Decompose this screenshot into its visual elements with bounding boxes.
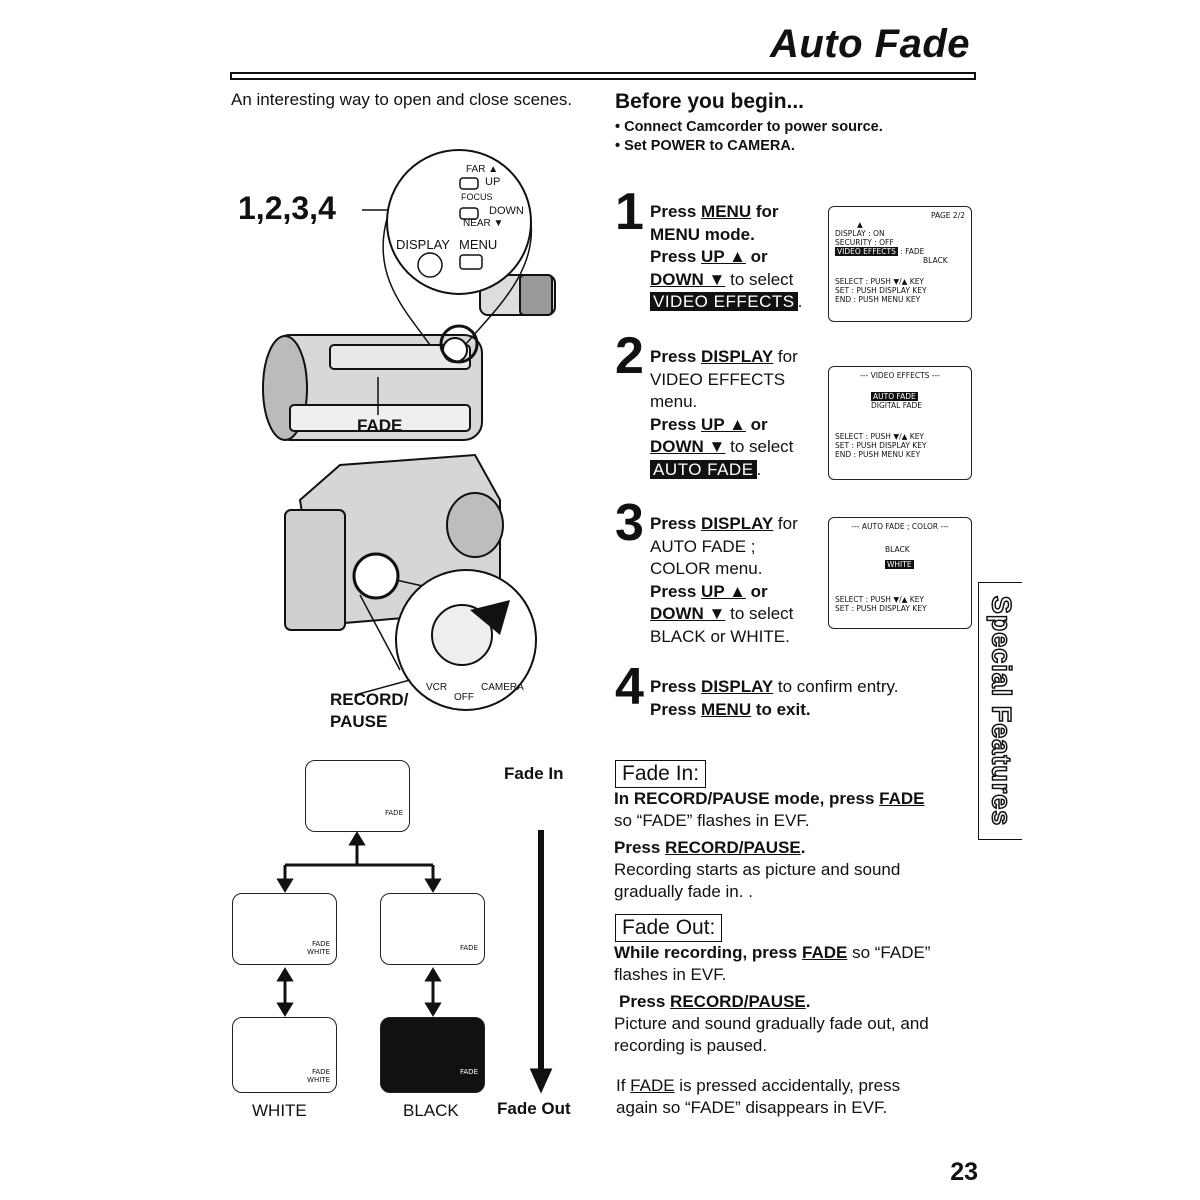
focus-label: FOCUS: [461, 192, 493, 202]
fade-in-arrow-label: Fade In: [504, 764, 564, 783]
record-pause-label-2: PAUSE: [330, 712, 388, 731]
white-label: WHITE: [252, 1101, 307, 1120]
fade-frame-black-scene: FADE: [380, 893, 485, 965]
menu-screen-1: PAGE 2/2 ▲ DISPLAY : ON SECURITY : OFF V…: [828, 206, 972, 322]
before-heading: Before you begin...: [615, 90, 805, 113]
fade-button-label: FADE: [357, 416, 403, 435]
fade-in-text: In RECORD/PAUSE mode, press FADE so “FAD…: [614, 789, 925, 901]
step-number: 1: [615, 183, 644, 241]
up-label: UP: [485, 176, 501, 188]
page-title: Auto Fade: [769, 22, 970, 66]
fade-in-label: Fade In:: [615, 760, 707, 788]
fade-out-label: Fade Out:: [615, 914, 723, 942]
steps-callout: 1,2,3,4: [238, 190, 336, 226]
display-button-label: DISPLAY: [396, 237, 450, 252]
step-number: 2: [615, 327, 644, 385]
fade-frame-black: FADE: [380, 1017, 485, 1093]
near-label: NEAR ▼: [463, 218, 504, 229]
fade-out-arrow-label: Fade Out: [497, 1099, 571, 1118]
page-number: 23: [950, 1158, 978, 1186]
menu-button-label: MENU: [459, 237, 498, 252]
step-number: 4: [615, 658, 644, 716]
down-label: DOWN: [489, 205, 524, 217]
menu-screen-3: --- AUTO FADE ; COLOR --- BLACK WHITE SE…: [828, 517, 972, 629]
black-label: BLACK: [403, 1101, 459, 1120]
list-item: • Set POWER to CAMERA.: [615, 138, 795, 154]
fade-out-text: While recording, press FADE so “FADE” fl…: [614, 943, 931, 1055]
step-2-text: Press DISPLAY for VIDEO EFFECTS menu. Pr…: [650, 347, 798, 479]
off-label: OFF: [454, 692, 474, 703]
camcorder-illustration: [262, 149, 556, 711]
list-item: • Connect Camcorder to power source.: [615, 119, 883, 135]
fade-note: If FADE is pressed accidentally, press a…: [616, 1076, 901, 1117]
fade-arrows: [276, 830, 553, 1094]
section-tab: Special Features: [978, 582, 1022, 840]
far-label: FAR ▲: [466, 164, 499, 175]
step-1-text: Press MENU for MENU mode. Press UP ▲ or …: [650, 202, 803, 311]
menu-screen-2: --- VIDEO EFFECTS --- AUTO FADE DIGITAL …: [828, 366, 972, 480]
camera-label: CAMERA: [481, 682, 524, 693]
record-pause-label-1: RECORD/: [330, 690, 409, 709]
step-3-text: Press DISPLAY for AUTO FADE ; COLOR menu…: [650, 514, 798, 646]
fade-frame-white: FADE WHITE: [232, 1017, 337, 1093]
step-number: 3: [615, 494, 644, 552]
fade-frame-white-scene: FADE WHITE: [232, 893, 337, 965]
intro-text: An interesting way to open and close sce…: [231, 90, 573, 109]
fade-frame-top: FADE: [305, 760, 410, 832]
vcr-label: VCR: [426, 682, 448, 693]
title-rule: [230, 72, 976, 80]
step-4-text: Press DISPLAY to confirm entry. Press ME…: [650, 677, 899, 719]
before-list: • Connect Camcorder to power source. • S…: [615, 118, 883, 156]
